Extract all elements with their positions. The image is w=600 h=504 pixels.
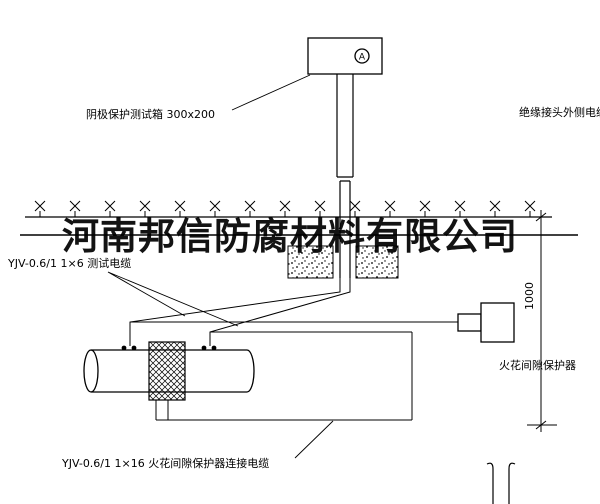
riser-hook-left [486, 462, 494, 504]
leader-spark-cable [294, 420, 334, 459]
grade-symbol [34, 200, 46, 217]
terminal-dot [121, 345, 127, 351]
grade-symbol [349, 200, 361, 217]
grade-symbol [139, 200, 151, 217]
grade-symbol [524, 200, 536, 217]
concrete-block-right [355, 245, 399, 279]
meter-letter: A [359, 53, 366, 63]
leader-lines [107, 74, 334, 459]
grade-symbol [174, 200, 186, 217]
test-cable-a [129, 278, 341, 346]
grade-symbol [454, 200, 466, 217]
grade-symbol [489, 200, 501, 217]
dimension-tick-top [535, 212, 547, 222]
spark-gap-cable-label: YJV-0.6/1 1×16 火花间隙保护器连接电缆 [61, 456, 269, 470]
terminal-dot [131, 345, 137, 351]
leader-test-box [231, 74, 311, 111]
grade-symbols [34, 200, 536, 217]
meter-circle [354, 48, 370, 64]
riser-lower [339, 180, 351, 278]
grade-symbol [384, 200, 396, 217]
test-cable-label: YJV-0.6/1 1×6 测试电缆 [7, 257, 131, 270]
grade-symbol [69, 200, 81, 217]
cable-terminals [121, 345, 217, 351]
spark-gap-body [480, 302, 515, 343]
grade-symbol [419, 200, 431, 217]
company-watermark: 河南邦信防腐材料有限公司 [62, 215, 518, 258]
riser-conduit [336, 74, 354, 278]
dimension-1000 [527, 210, 557, 432]
spark-gap-label: 火花间隙保护器 [499, 358, 576, 372]
spark-gap-protector [457, 302, 515, 343]
test-box-outline [307, 37, 383, 75]
pipe-left-end [83, 349, 99, 393]
grade-symbol [244, 200, 256, 217]
dimension-text: 1000 [523, 282, 536, 310]
outer-cable-label: 绝缘接头外侧电缆 [519, 105, 600, 119]
concrete-blocks [287, 245, 399, 279]
spark-gap-stub [457, 313, 482, 332]
terminal-dot [211, 345, 217, 351]
pipe-right-end [246, 349, 255, 393]
grade-symbol [279, 200, 291, 217]
leader-test-cable [107, 271, 239, 327]
grade-symbol [314, 200, 326, 217]
cables [129, 278, 458, 421]
test-box-label: 阴极保护测试箱 300x200 [86, 107, 215, 121]
test-cable-b [209, 278, 351, 346]
concrete-block-left [287, 245, 334, 279]
test-box [307, 37, 383, 75]
grade-symbol [104, 200, 116, 217]
riser-hook-right [508, 462, 516, 504]
grade-symbol [209, 200, 221, 217]
riser-upper [336, 74, 354, 178]
terminal-dot [201, 345, 207, 351]
insulating-joint [148, 341, 186, 401]
pipe-riser-symbol [486, 462, 516, 504]
